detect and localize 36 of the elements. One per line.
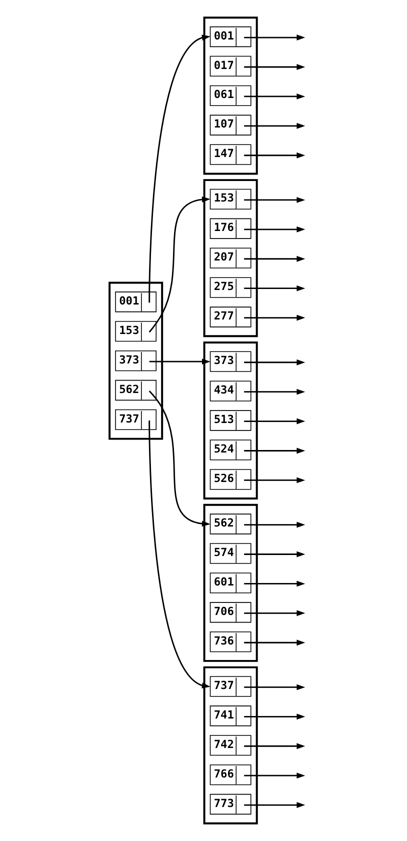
- arrow: [244, 522, 306, 528]
- arrow: [244, 580, 306, 587]
- arrow: [244, 684, 306, 690]
- arrow: [244, 477, 306, 484]
- arrow: [244, 772, 306, 779]
- arrow: [244, 94, 306, 100]
- arrow: [244, 64, 306, 70]
- cluster: [203, 341, 258, 500]
- arrow: [244, 359, 306, 366]
- arrow: [244, 551, 306, 558]
- arrow: [148, 390, 210, 527]
- cluster: [203, 16, 258, 175]
- arrow: [148, 34, 210, 303]
- arrow: [244, 34, 306, 41]
- arrow: [244, 122, 306, 129]
- arrow: [244, 418, 306, 424]
- arrow: [244, 714, 306, 720]
- arrow: [244, 226, 306, 232]
- cluster: [203, 179, 258, 338]
- cluster: [108, 282, 164, 440]
- arrow: [244, 610, 306, 616]
- cluster: [203, 666, 258, 824]
- cluster: [203, 504, 258, 662]
- arrow: [244, 802, 306, 808]
- arrow: [244, 152, 306, 158]
- arrow: [149, 358, 210, 365]
- arrow: [244, 314, 306, 321]
- arrow: [244, 448, 306, 454]
- arrow: [244, 285, 306, 292]
- arrow: [244, 640, 306, 646]
- arrow: [148, 196, 210, 333]
- arrow: [244, 197, 306, 203]
- arrow: [244, 388, 306, 395]
- arrow: [244, 743, 306, 750]
- arrow: [148, 420, 210, 688]
- arrow: [244, 256, 306, 262]
